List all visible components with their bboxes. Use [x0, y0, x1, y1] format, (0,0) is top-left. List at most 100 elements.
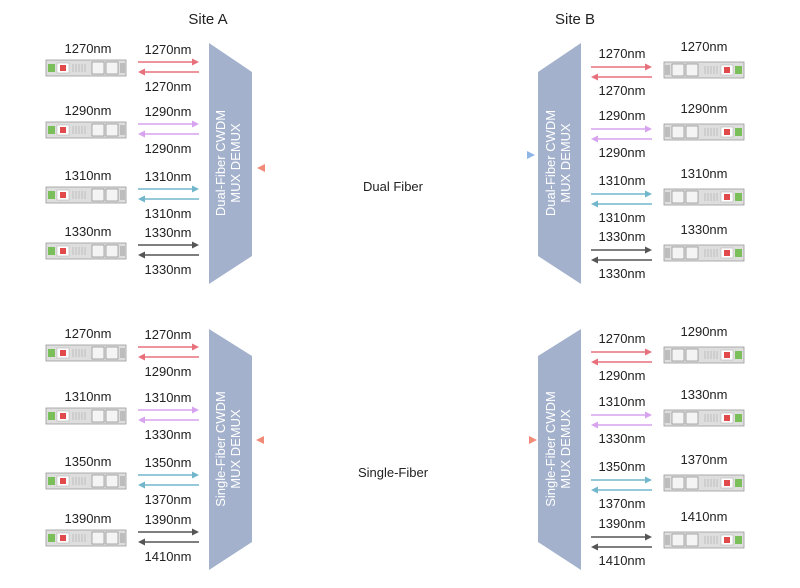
- transceiver-bail: [120, 348, 125, 358]
- mux-single-site-a: Single-Fiber CWDM MUX DEMUX: [209, 329, 252, 570]
- site-b-tx-arrow: [591, 190, 652, 198]
- site-b-transceiver: [663, 123, 745, 141]
- site-a-tx-wavelength: 1350nm: [145, 455, 192, 470]
- site-a-rx-arrow: [138, 481, 199, 489]
- site-a-tx-arrow: [138, 343, 199, 351]
- transceiver-port-1: [91, 188, 105, 202]
- transceiver-bail: [665, 248, 670, 258]
- site-b-tx-arrow: [591, 348, 652, 356]
- dual-fiber-link: Dual Fiber: [257, 151, 535, 194]
- single-fiber-link: Single-Fiber: [256, 436, 537, 480]
- site-a-module-wavelength: 1350nm: [65, 454, 112, 469]
- site-b-module-wavelength: 1310nm: [681, 166, 728, 181]
- transceiver-port-1: [91, 409, 105, 423]
- site-a-transceiver: [45, 186, 127, 204]
- transceiver-green-tab: [735, 414, 742, 422]
- transceiver-port-2: [671, 125, 685, 139]
- site-b-tx-wavelength: 1350nm: [599, 459, 646, 474]
- site-a-transceiver: [45, 472, 127, 490]
- site-b-transceiver: [663, 474, 745, 492]
- site-a-transceiver: [45, 529, 127, 547]
- site-b-rx-arrow-head: [591, 200, 598, 208]
- site-a-tx-wavelength: 1310nm: [145, 169, 192, 184]
- transceiver-port-2: [105, 346, 119, 360]
- site-a-rx-arrow-head: [138, 130, 145, 138]
- transceiver-latch: [724, 67, 730, 73]
- site-b-rx-arrow-head: [591, 421, 598, 429]
- site-b-module-wavelength: 1270nm: [681, 39, 728, 54]
- single-fiber-arrowhead-right: [529, 436, 537, 444]
- transceiver-port-1: [91, 244, 105, 258]
- site-a-tx-arrow: [138, 185, 199, 193]
- mux-dual-a-label-line1: Dual-Fiber CWDM: [213, 110, 228, 216]
- single-fiber-arrowhead-left: [256, 436, 264, 444]
- transceiver-port-1: [91, 346, 105, 360]
- site-b-rx-wavelength: 1330nm: [599, 431, 646, 446]
- site-b-transceiver: [663, 188, 745, 206]
- transceiver-port-2: [105, 409, 119, 423]
- transceiver-latch: [60, 478, 66, 484]
- site-a-transceiver: [45, 59, 127, 77]
- transceiver-latch: [724, 129, 730, 135]
- site-a-rx-arrow-head: [138, 68, 145, 76]
- site-a-rx-arrow: [138, 538, 199, 546]
- site-a-tx-arrow-head: [192, 343, 199, 351]
- transceiver-bail: [665, 478, 670, 488]
- site-b-rx-arrow-head: [591, 135, 598, 143]
- transceiver-port-2: [671, 476, 685, 490]
- site-a-module-wavelength: 1310nm: [65, 168, 112, 183]
- site-b-module-wavelength: 1330nm: [681, 222, 728, 237]
- site-a-module-wavelength: 1390nm: [65, 511, 112, 526]
- site-b-rx-arrow: [591, 543, 652, 551]
- transceiver-latch: [724, 352, 730, 358]
- site-b-tx-arrow: [591, 476, 652, 484]
- site-b-tx-arrow: [591, 411, 652, 419]
- transceiver-green-tab: [735, 536, 742, 544]
- transceiver-green-tab: [48, 412, 55, 420]
- transceiver-green-tab: [735, 351, 742, 359]
- transceiver-latch: [60, 350, 66, 356]
- site-b-tx-arrow-head: [645, 63, 652, 71]
- transceiver-port-2: [105, 61, 119, 75]
- transceiver-port-2: [671, 411, 685, 425]
- transceiver-port-1: [685, 246, 699, 260]
- transceiver-bail: [120, 246, 125, 256]
- transceiver-port-1: [91, 61, 105, 75]
- site-a-transceiver: [45, 121, 127, 139]
- site-b-rx-arrow-head: [591, 543, 598, 551]
- site-a-rx-arrow-head: [138, 416, 145, 424]
- transceiver-green-tab: [48, 126, 55, 134]
- transceiver-green-tab: [48, 247, 55, 255]
- site-a-tx-arrow-head: [192, 120, 199, 128]
- site-a-rx-wavelength: 1270nm: [145, 79, 192, 94]
- site-a-rx-arrow-head: [138, 251, 145, 259]
- transceiver-port-2: [105, 474, 119, 488]
- site-a-tx-wavelength: 1390nm: [145, 512, 192, 527]
- site-a-tx-wavelength: 1330nm: [145, 225, 192, 240]
- transceiver-latch: [724, 250, 730, 256]
- transceiver-bail: [665, 65, 670, 75]
- site-a-rx-wavelength: 1310nm: [145, 206, 192, 221]
- mux-dual-b-label-line1: Dual-Fiber CWDM: [543, 110, 558, 216]
- transceiver-port-1: [685, 411, 699, 425]
- transceiver-port-1: [91, 531, 105, 545]
- site-b-rx-wavelength: 1330nm: [599, 266, 646, 281]
- transceiver-port-2: [671, 63, 685, 77]
- site-b-rx-arrow: [591, 200, 652, 208]
- site-b-rx-arrow: [591, 73, 652, 81]
- site-a-rx-wavelength: 1290nm: [145, 364, 192, 379]
- site-a-tx-arrow: [138, 120, 199, 128]
- site-b-tx-arrow: [591, 533, 652, 541]
- transceiver-port-1: [685, 476, 699, 490]
- site-a-tx-arrow: [138, 58, 199, 66]
- site-b-module-wavelength: 1370nm: [681, 452, 728, 467]
- site-a-rx-arrow: [138, 130, 199, 138]
- site-b-module-wavelength: 1290nm: [681, 324, 728, 339]
- site-b-rx-arrow: [591, 358, 652, 366]
- site-a-transceiver: [45, 344, 127, 362]
